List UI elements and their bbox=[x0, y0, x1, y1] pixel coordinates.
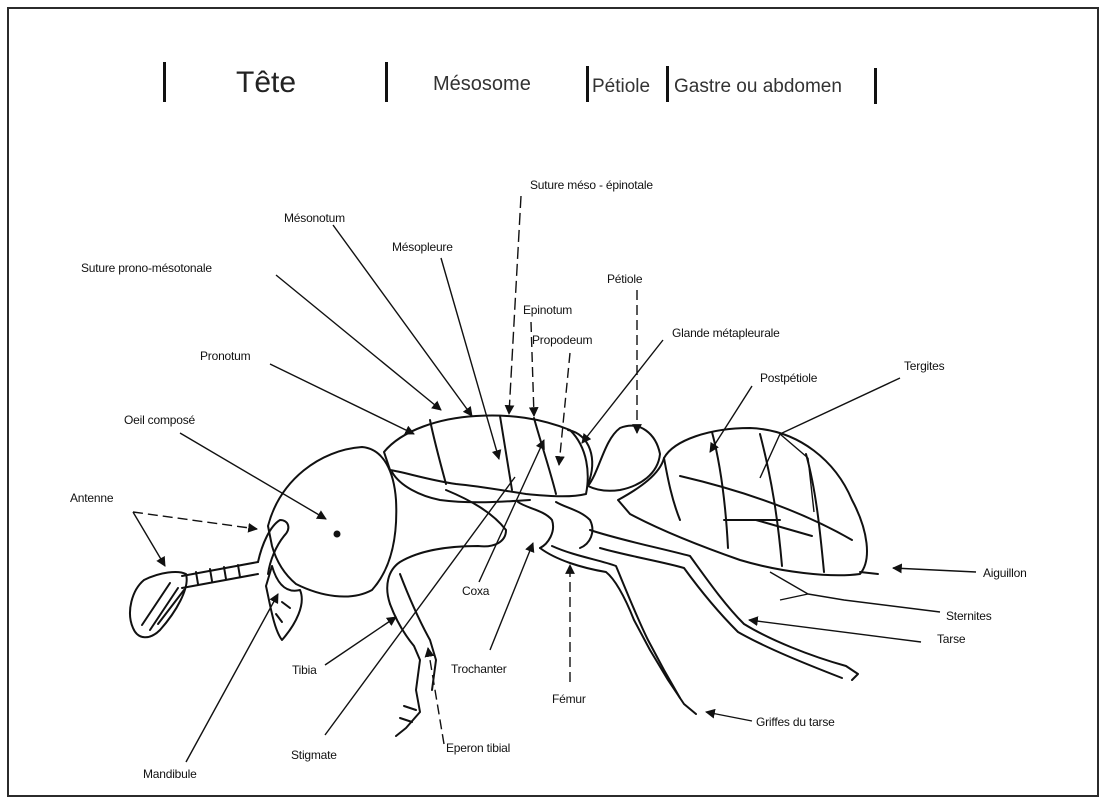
gaster-drawing bbox=[618, 428, 878, 575]
label-eperon-tibial: Eperon tibial bbox=[446, 741, 510, 755]
label-stigmate: Stigmate bbox=[291, 748, 337, 762]
leader-lines bbox=[133, 196, 976, 762]
label-tarse: Tarse bbox=[937, 632, 965, 646]
label-sternites: Sternites bbox=[946, 609, 992, 623]
label-suture-prono-mesotonale: Suture prono-mésotonale bbox=[81, 261, 212, 275]
label-coxa: Coxa bbox=[462, 584, 489, 598]
label-pronotum: Pronotum bbox=[200, 349, 250, 363]
label-tergites: Tergites bbox=[904, 359, 944, 373]
label-antenne: Antenne bbox=[70, 491, 113, 505]
label-mesonotum: Mésonotum bbox=[284, 211, 345, 225]
label-suture-meso-epinotale: Suture méso - épinotale bbox=[530, 178, 653, 192]
compound-eye-dot bbox=[334, 531, 341, 538]
label-glande-metapleurale: Glande métapleurale bbox=[672, 326, 780, 340]
label-oeil-compose: Oeil composé bbox=[124, 413, 195, 427]
head-drawing bbox=[266, 447, 396, 640]
label-petiole: Pétiole bbox=[607, 272, 642, 286]
label-mesopleure: Mésopleure bbox=[392, 240, 453, 254]
mesosome-drawing bbox=[384, 416, 592, 503]
petiole-drawing bbox=[588, 426, 660, 491]
label-trochanter: Trochanter bbox=[451, 662, 507, 676]
label-propodeum: Propodeum bbox=[532, 333, 592, 347]
front-leg-drawing bbox=[387, 490, 506, 736]
label-griffes-du-tarse: Griffes du tarse bbox=[756, 715, 835, 729]
label-femur: Fémur bbox=[552, 692, 586, 706]
label-tibia: Tibia bbox=[292, 663, 317, 677]
hind-leg-drawing bbox=[556, 502, 858, 680]
label-aiguillon: Aiguillon bbox=[983, 566, 1027, 580]
label-epinotum: Epinotum bbox=[523, 303, 572, 317]
label-mandibule: Mandibule bbox=[143, 767, 197, 781]
label-postpetiole: Postpétiole bbox=[760, 371, 817, 385]
